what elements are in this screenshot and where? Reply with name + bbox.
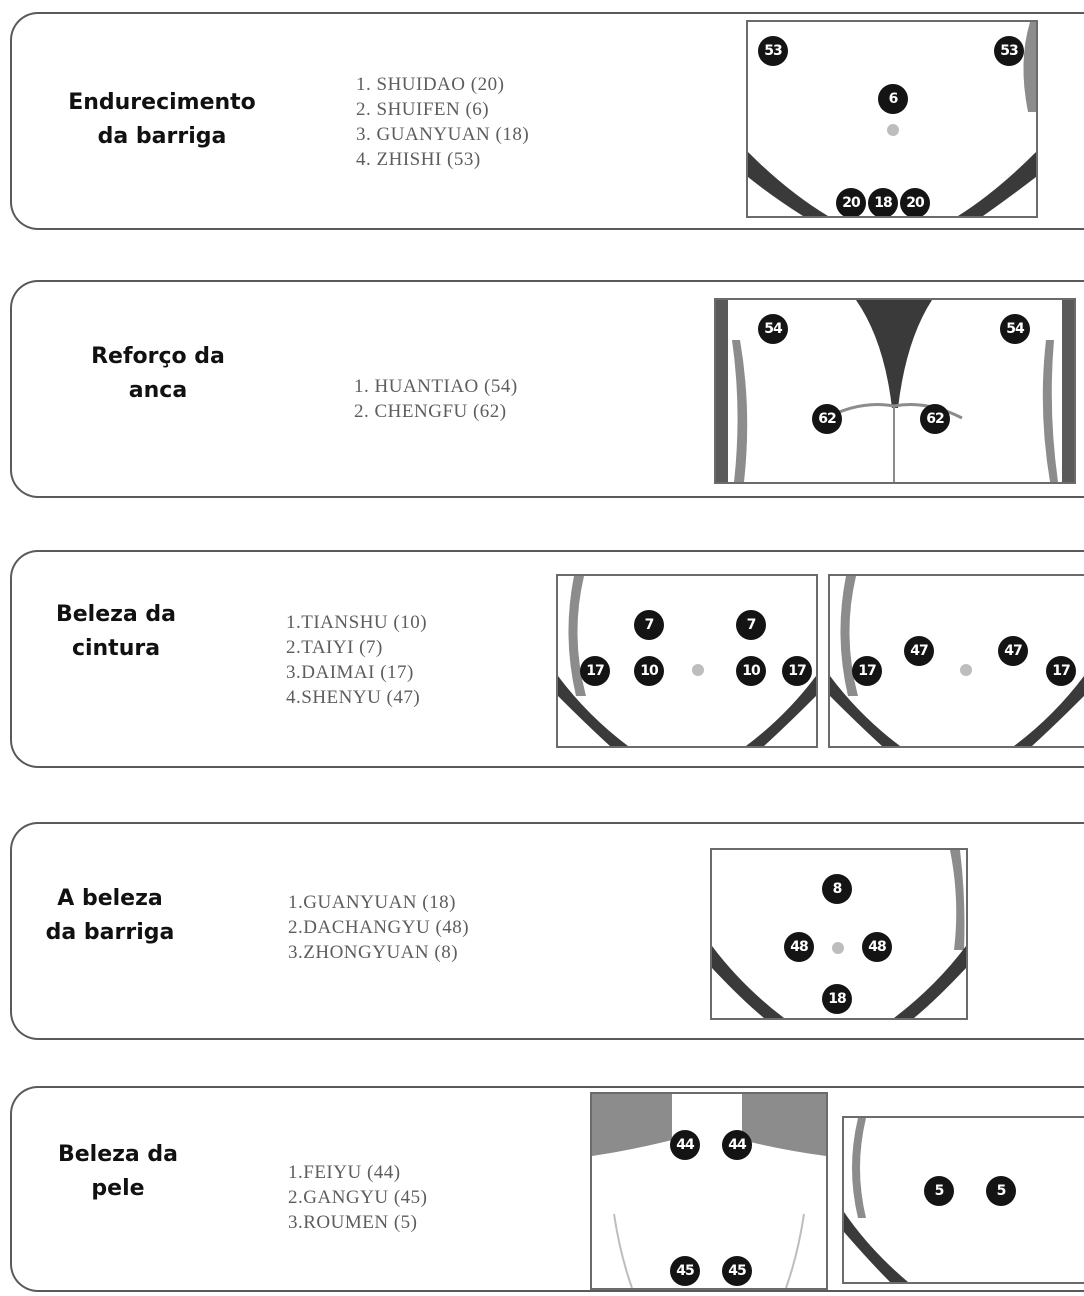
- acupoint-diagram-abdomen: 8 48 48 18: [710, 848, 968, 1020]
- acupoint-marker: 17: [852, 656, 882, 686]
- acupoint-item: 1.FEIYU (44): [288, 1162, 401, 1183]
- navel-dot: [832, 942, 844, 954]
- panel-title: Endurecimento da barriga: [68, 90, 256, 149]
- acupoint-diagram-abdomen: 5 5: [842, 1116, 1084, 1284]
- acupoint-item: 1.GUANYUAN (18): [288, 892, 456, 913]
- acupoint-marker: 53: [994, 36, 1024, 66]
- acupoint-marker: 48: [784, 932, 814, 962]
- acupoint-diagram-abdomen: 53 53 6 20 18 20: [746, 20, 1038, 218]
- acupoint-marker: 20: [836, 188, 866, 216]
- panel-waist-beauty: Beleza da cintura 1.TIANSHU (10) 2.TAIYI…: [10, 550, 1084, 768]
- acupoint-item: 4.SHENYU (47): [286, 687, 421, 708]
- acupoint-marker: 18: [822, 984, 852, 1014]
- acupoint-list: 1. SHUIDAO (20) 2. SHUIFEN (6) 3. GUANYU…: [356, 72, 529, 172]
- acupoint-marker: 20: [900, 188, 930, 216]
- navel-dot: [887, 124, 899, 136]
- panel-title: A beleza da barriga: [45, 886, 175, 945]
- acupoint-marker: 10: [634, 656, 664, 686]
- acupoint-item: 1.TIANSHU (10): [286, 612, 428, 633]
- panel-hip-reinforcement: Reforço da anca 1. HUANTIAO (54) 2. CHEN…: [10, 280, 1084, 498]
- acupoint-marker: 47: [998, 636, 1028, 666]
- acupoint-marker: 17: [782, 656, 812, 686]
- acupoint-marker: 18: [868, 188, 898, 216]
- acupoint-diagram-upper-back: 44 44 45 45: [590, 1092, 828, 1290]
- acupoint-marker: 45: [670, 1256, 700, 1286]
- acupoint-item: 2.TAIYI (7): [286, 637, 383, 658]
- navel-dot: [960, 664, 972, 676]
- acupoint-marker: 47: [904, 636, 934, 666]
- acupoint-item: 3.DAIMAI (17): [286, 662, 414, 683]
- acupoint-marker: 7: [736, 610, 766, 640]
- acupoint-item: 2. CHENGFU (62): [354, 401, 507, 422]
- acupoint-item: 3. GUANYUAN (18): [356, 124, 530, 145]
- acupoint-item: 2.DACHANGYU (48): [288, 917, 470, 938]
- acupoint-marker: 54: [758, 314, 788, 344]
- panel-belly-beauty: A beleza da barriga 1.GUANYUAN (18) 2.DA…: [10, 822, 1084, 1040]
- acupoint-diagram-waist-back: 47 47 17 17: [828, 574, 1084, 748]
- acupoint-marker: 17: [580, 656, 610, 686]
- acupoint-marker: 6: [878, 84, 908, 114]
- acupoint-item: 3.ROUMEN (5): [288, 1212, 418, 1233]
- acupoint-list: 1. HUANTIAO (54) 2. CHENGFU (62): [354, 374, 518, 424]
- acupoint-list: 1.TIANSHU (10) 2.TAIYI (7) 3.DAIMAI (17)…: [286, 610, 427, 710]
- panel-title: Beleza da cintura: [55, 602, 177, 661]
- acupoint-list: 1.GUANYUAN (18) 2.DACHANGYU (48) 3.ZHONG…: [288, 890, 469, 965]
- acupoint-marker: 7: [634, 610, 664, 640]
- acupoint-marker: 17: [1046, 656, 1076, 686]
- acupoint-item: 1. HUANTIAO (54): [354, 376, 518, 397]
- acupoint-marker: 54: [1000, 314, 1030, 344]
- acupoint-item: 3.ZHONGYUAN (8): [288, 942, 459, 963]
- acupoint-diagram-waist-front: 7 7 17 10 10 17: [556, 574, 818, 748]
- acupoint-marker: 5: [924, 1176, 954, 1206]
- acupoint-marker: 5: [986, 1176, 1016, 1206]
- acupoint-marker: 48: [862, 932, 892, 962]
- acupoint-diagram-hips: 54 54 62 62: [714, 298, 1076, 484]
- navel-dot: [692, 664, 704, 676]
- acupoint-marker: 44: [670, 1130, 700, 1160]
- acupoint-item: 4. ZHISHI (53): [356, 149, 481, 170]
- acupoint-marker: 53: [758, 36, 788, 66]
- acupoint-marker: 62: [812, 404, 842, 434]
- panel-skin-beauty: Beleza da pele 1.FEIYU (44) 2.GANGYU (45…: [10, 1086, 1084, 1292]
- panel-title: Reforço da anca: [91, 344, 225, 403]
- acupoint-list: 1.FEIYU (44) 2.GANGYU (45) 3.ROUMEN (5): [288, 1160, 427, 1235]
- acupoint-marker: 8: [822, 874, 852, 904]
- acupoint-marker: 10: [736, 656, 766, 686]
- acupoint-marker: 44: [722, 1130, 752, 1160]
- acupoint-item: 2. SHUIFEN (6): [356, 99, 490, 120]
- acupoint-item: 2.GANGYU (45): [288, 1187, 428, 1208]
- acupoint-marker: 45: [722, 1256, 752, 1286]
- acupoint-marker: 62: [920, 404, 950, 434]
- panel-belly-firming: Endurecimento da barriga 1. SHUIDAO (20)…: [10, 12, 1084, 230]
- acupoint-item: 1. SHUIDAO (20): [356, 74, 505, 95]
- panel-title: Beleza da pele: [57, 1142, 179, 1201]
